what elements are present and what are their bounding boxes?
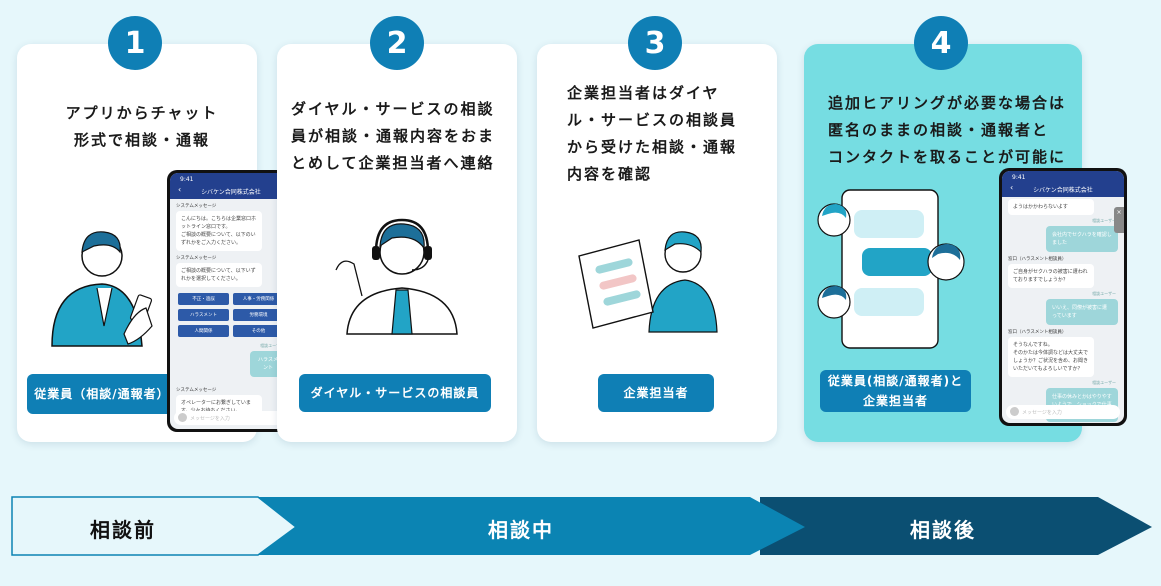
- chat-app-phone-1: 9:41 ‹ シバケン合同株式会社 システムメッセージ こんにちは。こちらは企業…: [167, 170, 295, 432]
- phone-1-system-label: システムメッセージ: [176, 388, 217, 393]
- phone-1-system-message: こんにちは。こちらは企業窓口ホットライン窓口です。 ご相談の概要について、以下の…: [176, 211, 262, 251]
- step-1-text: アプリからチャット 形式で相談・通報: [65, 104, 219, 149]
- phase-3-label: 相談後: [910, 518, 976, 542]
- phone-4-status-bar: 9:41 ‹ シバケン合同株式会社: [1002, 171, 1124, 197]
- phone-1-screen: 9:41 ‹ シバケン合同株式会社 システムメッセージ こんにちは。こちらは企業…: [170, 173, 292, 429]
- phase-1-arrow: [11, 496, 298, 556]
- step-3-text: 企業担当者はダイヤ ル・サービスの相談員 から受けた相談・通報 内容を確認: [567, 84, 738, 183]
- user-message: いいえ、同僚が被害に遭っています: [1046, 299, 1118, 325]
- step-number-2: 2: [370, 16, 424, 70]
- chat-app-phone-4: 9:41 ‹ シバケン合同株式会社 ようはかかわらないよす 相談ユーザー 会社内…: [999, 168, 1127, 426]
- user-label: 相談ユーザー: [1092, 218, 1116, 223]
- operator-headset-illustration: [335, 218, 458, 335]
- option-button[interactable]: 労務環境: [233, 309, 284, 321]
- phone-1-status-bar: 9:41 ‹ シバケン合同株式会社: [170, 173, 292, 199]
- message-input[interactable]: メッセージを入力: [1006, 405, 1120, 419]
- step-number-1: 1: [108, 16, 162, 70]
- close-icon[interactable]: ×: [1114, 207, 1124, 233]
- option-button[interactable]: その他: [233, 325, 284, 337]
- option-button[interactable]: 不正・過誤: [178, 293, 229, 305]
- operator-message: ご自身がセクハラの被害に遭われておりますでしょうか？: [1008, 264, 1094, 288]
- attach-icon[interactable]: [178, 413, 187, 422]
- step-card-3: 企業担当者はダイヤ ル・サービスの相談員 から受けた相談・通報 内容を確認 企業…: [537, 44, 777, 442]
- step-number-4: 4: [914, 16, 968, 70]
- option-button[interactable]: 人間関係: [178, 325, 229, 337]
- message-input[interactable]: メッセージを入力: [174, 411, 288, 425]
- manager-document-illustration: [578, 231, 718, 333]
- phase-3-arrow: [760, 497, 1152, 555]
- phase-2-label: 相談中: [488, 518, 554, 542]
- operator-label: 窓口（ハラスメント相談員）: [1008, 257, 1067, 262]
- option-button[interactable]: 人事・労務関係: [233, 293, 284, 305]
- step-number-3: 3: [628, 16, 682, 70]
- step-2-text: ダイヤル・サービスの相談 員が相談・通報内容をおま とめして企業担当者へ連絡: [291, 100, 496, 172]
- phone-1-system-label: システムメッセージ: [176, 256, 217, 261]
- phone-1-company: シバケン合同株式会社: [201, 189, 261, 196]
- step-3-label: 企業担当者: [598, 374, 714, 412]
- phone-1-system-label: システムメッセージ: [176, 204, 217, 209]
- operator-message: そうなんですね。 そのかたは今体調などは大丈夫でしょうか？ご状況を含め、お聞きい…: [1008, 337, 1094, 377]
- step-4-label: 従業員(相談/通報者)と 企業担当者: [820, 370, 971, 412]
- operator-label: 窓口（ハラスメント相談員）: [1008, 330, 1067, 335]
- attach-icon[interactable]: [1010, 407, 1019, 416]
- user-label: 相談ユーザー: [1092, 291, 1116, 296]
- category-options: 不正・過誤 人事・労務関係 ハラスメント 労務環境 人間関係 その他: [178, 293, 284, 337]
- option-button[interactable]: ハラスメント: [178, 309, 229, 321]
- phone-4-screen: 9:41 ‹ シバケン合同株式会社 ようはかかわらないよす 相談ユーザー 会社内…: [1002, 171, 1124, 423]
- phone-4-company: シバケン合同株式会社: [1033, 187, 1093, 194]
- step-card-2: ダイヤル・サービスの相談 員が相談・通報内容をおま とめして企業担当者へ連絡 ダ…: [277, 44, 517, 442]
- step-1-label: 従業員（相談/通報者）: [27, 374, 177, 414]
- phone-4-time: 9:41: [1012, 174, 1026, 181]
- step-4-text: 追加ヒアリングが必要な場合は 匿名のままの相談・通報者と コンタクトを取ることが…: [828, 94, 1067, 166]
- tablet-chat-illustration: [817, 189, 965, 349]
- user-message: 会社内でセクハラを確認しました: [1046, 226, 1118, 252]
- user-label: 相談ユーザー: [1092, 380, 1116, 385]
- chat-message: ようはかかわらないよす: [1008, 199, 1094, 215]
- back-icon[interactable]: ‹: [1010, 183, 1014, 192]
- phone-1-time: 9:41: [180, 176, 194, 183]
- phase-arrow-band: [11, 496, 1152, 556]
- step-2-label: ダイヤル・サービスの相談員: [299, 374, 491, 412]
- phase-2-arrow: [258, 497, 805, 555]
- back-icon[interactable]: ‹: [178, 185, 182, 194]
- employee-phone-illustration: [51, 231, 153, 347]
- phone-1-system-message: ご相談の概要について、以下いずれかを選択してください。: [176, 263, 262, 287]
- user-label: 相談ユーザー: [260, 343, 284, 348]
- phase-1-label: 相談前: [90, 518, 156, 542]
